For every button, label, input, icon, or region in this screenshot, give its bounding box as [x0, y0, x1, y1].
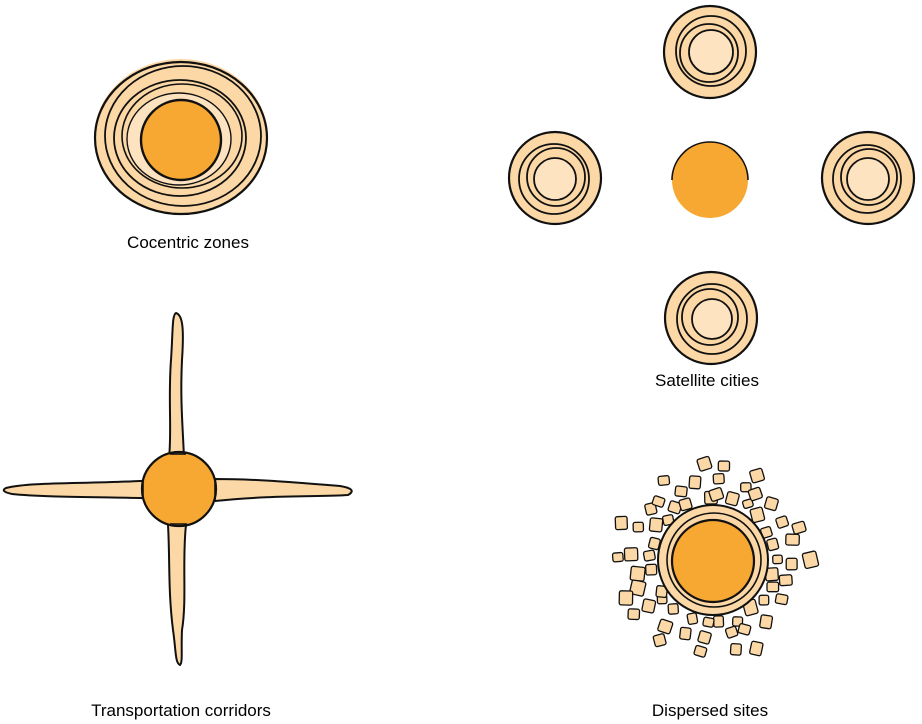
satellite-city-right	[820, 130, 916, 226]
dispersed-site-block	[674, 485, 688, 498]
dispersed-site-block	[712, 472, 725, 485]
concentric-core	[139, 98, 223, 182]
dispersed-site-block	[801, 550, 820, 570]
concentric-ring-1	[93, 60, 269, 216]
dispersed-site-block	[759, 614, 774, 630]
concentric-zones-figure	[93, 59, 269, 216]
dispersed-site-block	[614, 515, 629, 531]
dispersed-site-block	[775, 515, 790, 529]
dispersed-site-block	[766, 537, 780, 552]
label-concentric-zones: Cocentric zones	[127, 233, 249, 252]
dispersed-site-blocks	[611, 455, 820, 658]
dispersed-site-block	[749, 506, 766, 524]
label-dispersed-sites: Dispersed sites	[651, 701, 769, 720]
dispersed-site-block	[712, 615, 725, 628]
label-transportation-corridors: Transportation corridors	[91, 701, 271, 720]
dispersed-site-block	[791, 520, 807, 535]
dispersed-site-block	[686, 612, 699, 625]
dispersed-site-block	[724, 625, 739, 639]
dispersed-site-block	[749, 640, 764, 657]
dispersed-site-block	[785, 533, 800, 546]
dispersed-core	[670, 518, 756, 604]
dispersed-site-block	[766, 581, 780, 593]
dispersed-site-block	[696, 455, 713, 472]
satellite-city-bottom	[663, 270, 759, 366]
dispersed-site-block	[644, 502, 658, 516]
satellite-city-left	[507, 130, 603, 226]
dispersed-site-block	[724, 491, 740, 507]
dispersed-ring-inner	[666, 512, 762, 608]
dispersed-site-block	[702, 616, 715, 628]
corridors-core	[140, 450, 218, 528]
satellite-cities-figure	[507, 4, 916, 366]
dispersed-site-block	[623, 547, 639, 562]
dispersed-site-block	[740, 482, 752, 493]
dispersed-site-block	[661, 514, 675, 527]
concentric-ring-4	[121, 83, 243, 189]
dispersed-site-block	[758, 594, 770, 606]
dispersed-site-block	[693, 644, 708, 658]
dispersed-site-block	[763, 496, 779, 512]
dispersed-site-block	[717, 460, 731, 472]
dispersed-site-block	[667, 603, 680, 615]
dispersed-site-block	[679, 626, 692, 641]
dispersed-site-block	[651, 495, 666, 508]
dispersed-site-block	[642, 549, 656, 562]
concentric-ring-3	[113, 79, 247, 197]
dispersed-site-block	[785, 557, 798, 571]
dispersed-sites-figure	[611, 455, 820, 658]
dispersed-site-block	[641, 598, 657, 614]
label-satellite-cities: Satellite cities	[655, 371, 759, 390]
dispersed-site-block	[629, 565, 646, 582]
dispersed-site-block	[747, 486, 763, 502]
satellite-central-core-outline	[671, 141, 749, 181]
dispersed-site-block	[652, 633, 667, 648]
dispersed-site-block	[774, 593, 789, 606]
dispersed-site-block	[655, 585, 668, 599]
dispersed-site-block	[708, 486, 725, 502]
dispersed-site-block	[657, 475, 671, 487]
dispersed-site-block	[729, 642, 743, 656]
dispersed-site-block	[688, 475, 702, 490]
satellite-central-core	[672, 142, 748, 218]
dispersed-site-block	[611, 551, 624, 563]
concentric-ring-2	[104, 65, 262, 207]
dispersed-site-block	[618, 590, 634, 606]
dispersed-site-block	[648, 517, 664, 533]
satellite-city-top	[662, 4, 758, 100]
dispersed-site-block	[627, 608, 641, 621]
dispersed-site-block	[778, 574, 793, 587]
dispersed-site-block	[737, 623, 752, 636]
dispersed-site-block	[632, 521, 645, 533]
dispersed-site-block	[657, 618, 674, 635]
transportation-corridors-figure	[2, 311, 353, 667]
dispersed-site-block	[697, 630, 712, 645]
dispersed-site-block	[772, 554, 784, 565]
dispersed-site-block	[645, 563, 658, 576]
dispersed-site-block	[741, 498, 754, 510]
dispersed-site-block	[678, 497, 693, 512]
dispersed-site-block	[749, 467, 766, 484]
